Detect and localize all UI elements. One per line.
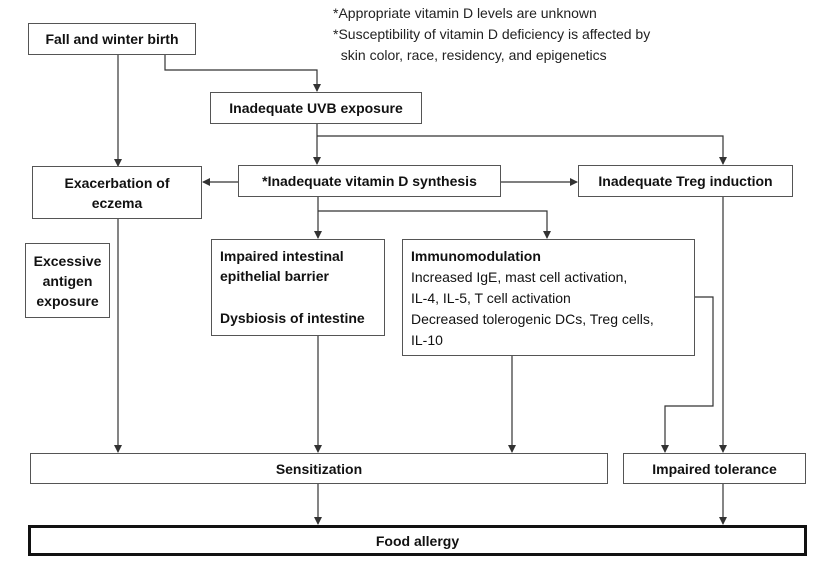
note-vitamin-d-levels: *Appropriate vitamin D levels are unknow… [333, 5, 597, 21]
label-treg-induction: Inadequate Treg induction [598, 173, 773, 189]
arrow-immuno-to-tolerance [661, 296, 714, 453]
label-antigen-line2: antigen [42, 272, 93, 289]
box-intestinal-barrier: Impaired intestinal epithelial barrier D… [211, 239, 385, 336]
note-susceptibility-cont: skin color, race, residency, and epigene… [333, 47, 607, 63]
label-food-allergy: Food allergy [375, 532, 460, 549]
box-vitamin-d-synthesis: *Inadequate vitamin D synthesis [238, 165, 501, 197]
box-uvb-exposure: Inadequate UVB exposure [210, 92, 422, 124]
label-impaired-tolerance: Impaired tolerance [652, 460, 777, 477]
box-exacerbation-eczema: Exacerbation of eczema [32, 166, 202, 219]
label-uvb-exposure: Inadequate UVB exposure [229, 100, 403, 116]
immuno-line-2: IL-4, IL-5, T cell activation [411, 290, 571, 306]
arrow-birth-to-uvb [164, 55, 321, 92]
immuno-line-4: IL-10 [411, 332, 443, 348]
immuno-line-3: Decreased tolerogenic DCs, Treg cells, [411, 311, 654, 327]
note-susceptibility: *Susceptibility of vitamin D deficiency … [333, 26, 651, 42]
label-vitamin-d-synthesis: *Inadequate vitamin D synthesis [262, 173, 477, 189]
box-impaired-tolerance: Impaired tolerance [623, 453, 806, 484]
label-fall-winter-birth: Fall and winter birth [45, 31, 179, 47]
box-food-allergy: Food allergy [28, 525, 807, 556]
box-immunomodulation: Immunomodulation Increased IgE, mast cel… [402, 239, 695, 356]
label-eczema-line1: Exacerbation of [64, 174, 170, 191]
box-sensitization: Sensitization [30, 453, 608, 484]
box-excessive-antigen: Excessive antigen exposure [25, 243, 110, 318]
label-antigen-line3: exposure [36, 292, 99, 309]
label-sensitization: Sensitization [275, 460, 363, 477]
label-eczema-line2: eczema [91, 194, 143, 211]
label-barrier-line1: Impaired intestinal [220, 248, 344, 264]
arrow-vitd-to-immuno [318, 210, 551, 239]
box-fall-winter-birth: Fall and winter birth [28, 23, 196, 55]
label-barrier-line2: epithelial barrier [220, 268, 329, 284]
box-treg-induction: Inadequate Treg induction [578, 165, 793, 197]
footnotes: *Appropriate vitamin D levels are unknow… [333, 3, 650, 66]
immuno-line-1: Increased IgE, mast cell activation, [411, 269, 628, 285]
arrow-uvb-to-treg [317, 135, 727, 165]
label-antigen-line1: Excessive [33, 252, 102, 269]
label-immunomodulation: Immunomodulation [411, 248, 541, 264]
label-dysbiosis: Dysbiosis of intestine [220, 310, 365, 326]
